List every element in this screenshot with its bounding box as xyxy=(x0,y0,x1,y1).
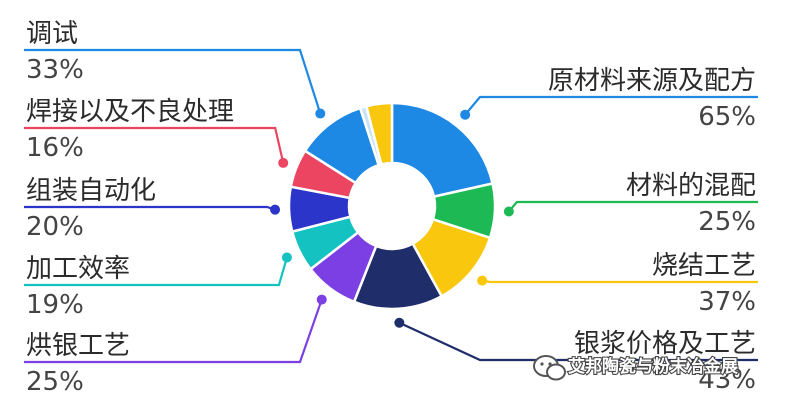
leader-line xyxy=(24,126,285,164)
slice-label: 银浆价格及工艺 xyxy=(574,329,756,359)
leader-dot xyxy=(316,294,327,305)
slice-label: 原材料来源及配方 xyxy=(548,66,756,96)
slice-label: 烘银工艺 xyxy=(26,331,130,361)
leader-line xyxy=(24,205,276,211)
slice-value: 25% xyxy=(698,207,756,237)
callout-7: 焊接以及不良处理 16% xyxy=(24,97,289,168)
slice-10 xyxy=(364,101,394,166)
slice-label: 加工效率 xyxy=(26,254,130,284)
leader-line xyxy=(24,299,323,364)
leader-dot xyxy=(460,109,471,120)
slice-value: 37% xyxy=(698,287,756,317)
leader-dot xyxy=(278,157,289,168)
slice-label: 焊接以及不良处理 xyxy=(26,97,234,127)
donut-slices xyxy=(287,101,497,311)
slice-value: 65% xyxy=(698,102,756,132)
leader-dot xyxy=(477,275,488,286)
slice-value: 43% xyxy=(698,365,756,395)
callout-5: 加工效率 19% xyxy=(24,252,292,320)
leader-line xyxy=(398,321,758,362)
leader-dot xyxy=(315,108,326,119)
callout-3: 银浆价格及工艺 43% xyxy=(394,317,758,395)
callout-4: 烘银工艺 25% xyxy=(24,294,327,397)
callout-0: 原材料来源及配方 65% xyxy=(460,66,758,132)
leader-dot xyxy=(281,252,292,263)
slice-value: 20% xyxy=(26,212,84,242)
callout-2: 烧结工艺 37% xyxy=(477,251,758,317)
watermark: 艾邦陶瓷与粉末冶金展 xyxy=(533,355,739,381)
watermark-text: 艾邦陶瓷与粉末冶金展 xyxy=(568,356,738,377)
leader-dot xyxy=(270,204,281,215)
callout-6: 组装自动化 20% xyxy=(24,176,281,242)
slice-label: 调试 xyxy=(26,19,78,49)
wechat-icon xyxy=(533,355,566,381)
slice-value: 16% xyxy=(26,133,84,163)
slice-value: 33% xyxy=(26,55,84,85)
leader-dot xyxy=(394,317,405,328)
slice-label: 烧结工艺 xyxy=(652,251,756,281)
slice-0 xyxy=(390,101,495,199)
slice-value: 19% xyxy=(26,290,84,320)
slice-value: 25% xyxy=(26,367,84,397)
slice-label: 组装自动化 xyxy=(26,176,156,206)
callout-1: 材料的混配 25% xyxy=(503,171,758,237)
leader-line xyxy=(464,95,758,116)
slice-label: 材料的混配 xyxy=(626,171,756,201)
callout-8: 调试 33% xyxy=(24,19,326,119)
leader-line xyxy=(24,257,288,287)
callouts: 原材料来源及配方 65% 材料的混配 25% 烧结工艺 37% 银浆价格及工艺 43% 烘银工艺… xyxy=(24,19,758,397)
leader-line xyxy=(24,48,322,114)
leader-dot xyxy=(503,206,514,217)
